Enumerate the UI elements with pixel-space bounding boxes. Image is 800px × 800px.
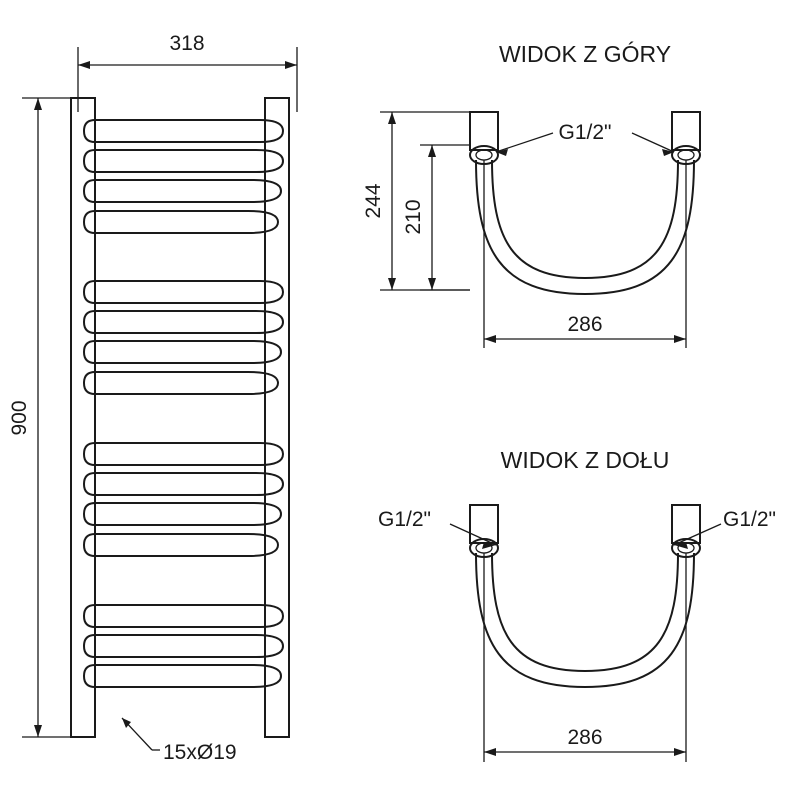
top-view: WIDOK Z GÓRY G1/2": [362, 41, 701, 348]
front-post-overlay: [70, 97, 290, 738]
top-view-width-dimension: 286: [483, 160, 687, 348]
bottom-view-286-label: 286: [567, 726, 602, 749]
bottom-view-width-dimension: 286: [483, 553, 687, 762]
front-height-label: 900: [8, 400, 31, 435]
bottom-view-g12-right-label: G1/2": [723, 508, 776, 531]
front-width-label: 318: [169, 32, 204, 55]
bottom-view-tube: [475, 552, 695, 689]
bottom-view-right-connector-label: G1/2": [673, 508, 776, 549]
bottom-view: WIDOK Z DOŁU G1/2": [378, 447, 776, 762]
top-view-g12-label: G1/2": [559, 121, 612, 144]
bottom-view-g12-left-label: G1/2": [378, 508, 431, 531]
front-holes-callout: 15xØ19: [121, 717, 237, 764]
front-width-dimension: 318: [77, 32, 298, 112]
top-view-286-label: 286: [567, 313, 602, 336]
front-height-dimension: 900: [8, 97, 78, 738]
top-view-tube: [475, 159, 695, 296]
front-rungs: [82, 119, 285, 688]
bottom-view-left-connector-label: G1/2": [378, 508, 497, 549]
bottom-view-title: WIDOK Z DOŁU: [501, 447, 670, 473]
top-view-title: WIDOK Z GÓRY: [499, 41, 671, 67]
top-view-inner-height-dimension: 210: [402, 144, 470, 291]
bottom-view-connectors: [469, 504, 701, 558]
front-holes-label: 15xØ19: [163, 741, 237, 764]
top-view-connector-label: G1/2": [495, 121, 675, 156]
top-view-210-label: 210: [402, 199, 425, 234]
front-view: 318 900: [8, 32, 298, 764]
top-view-244-label: 244: [362, 183, 385, 218]
top-view-connectors: [469, 111, 701, 165]
